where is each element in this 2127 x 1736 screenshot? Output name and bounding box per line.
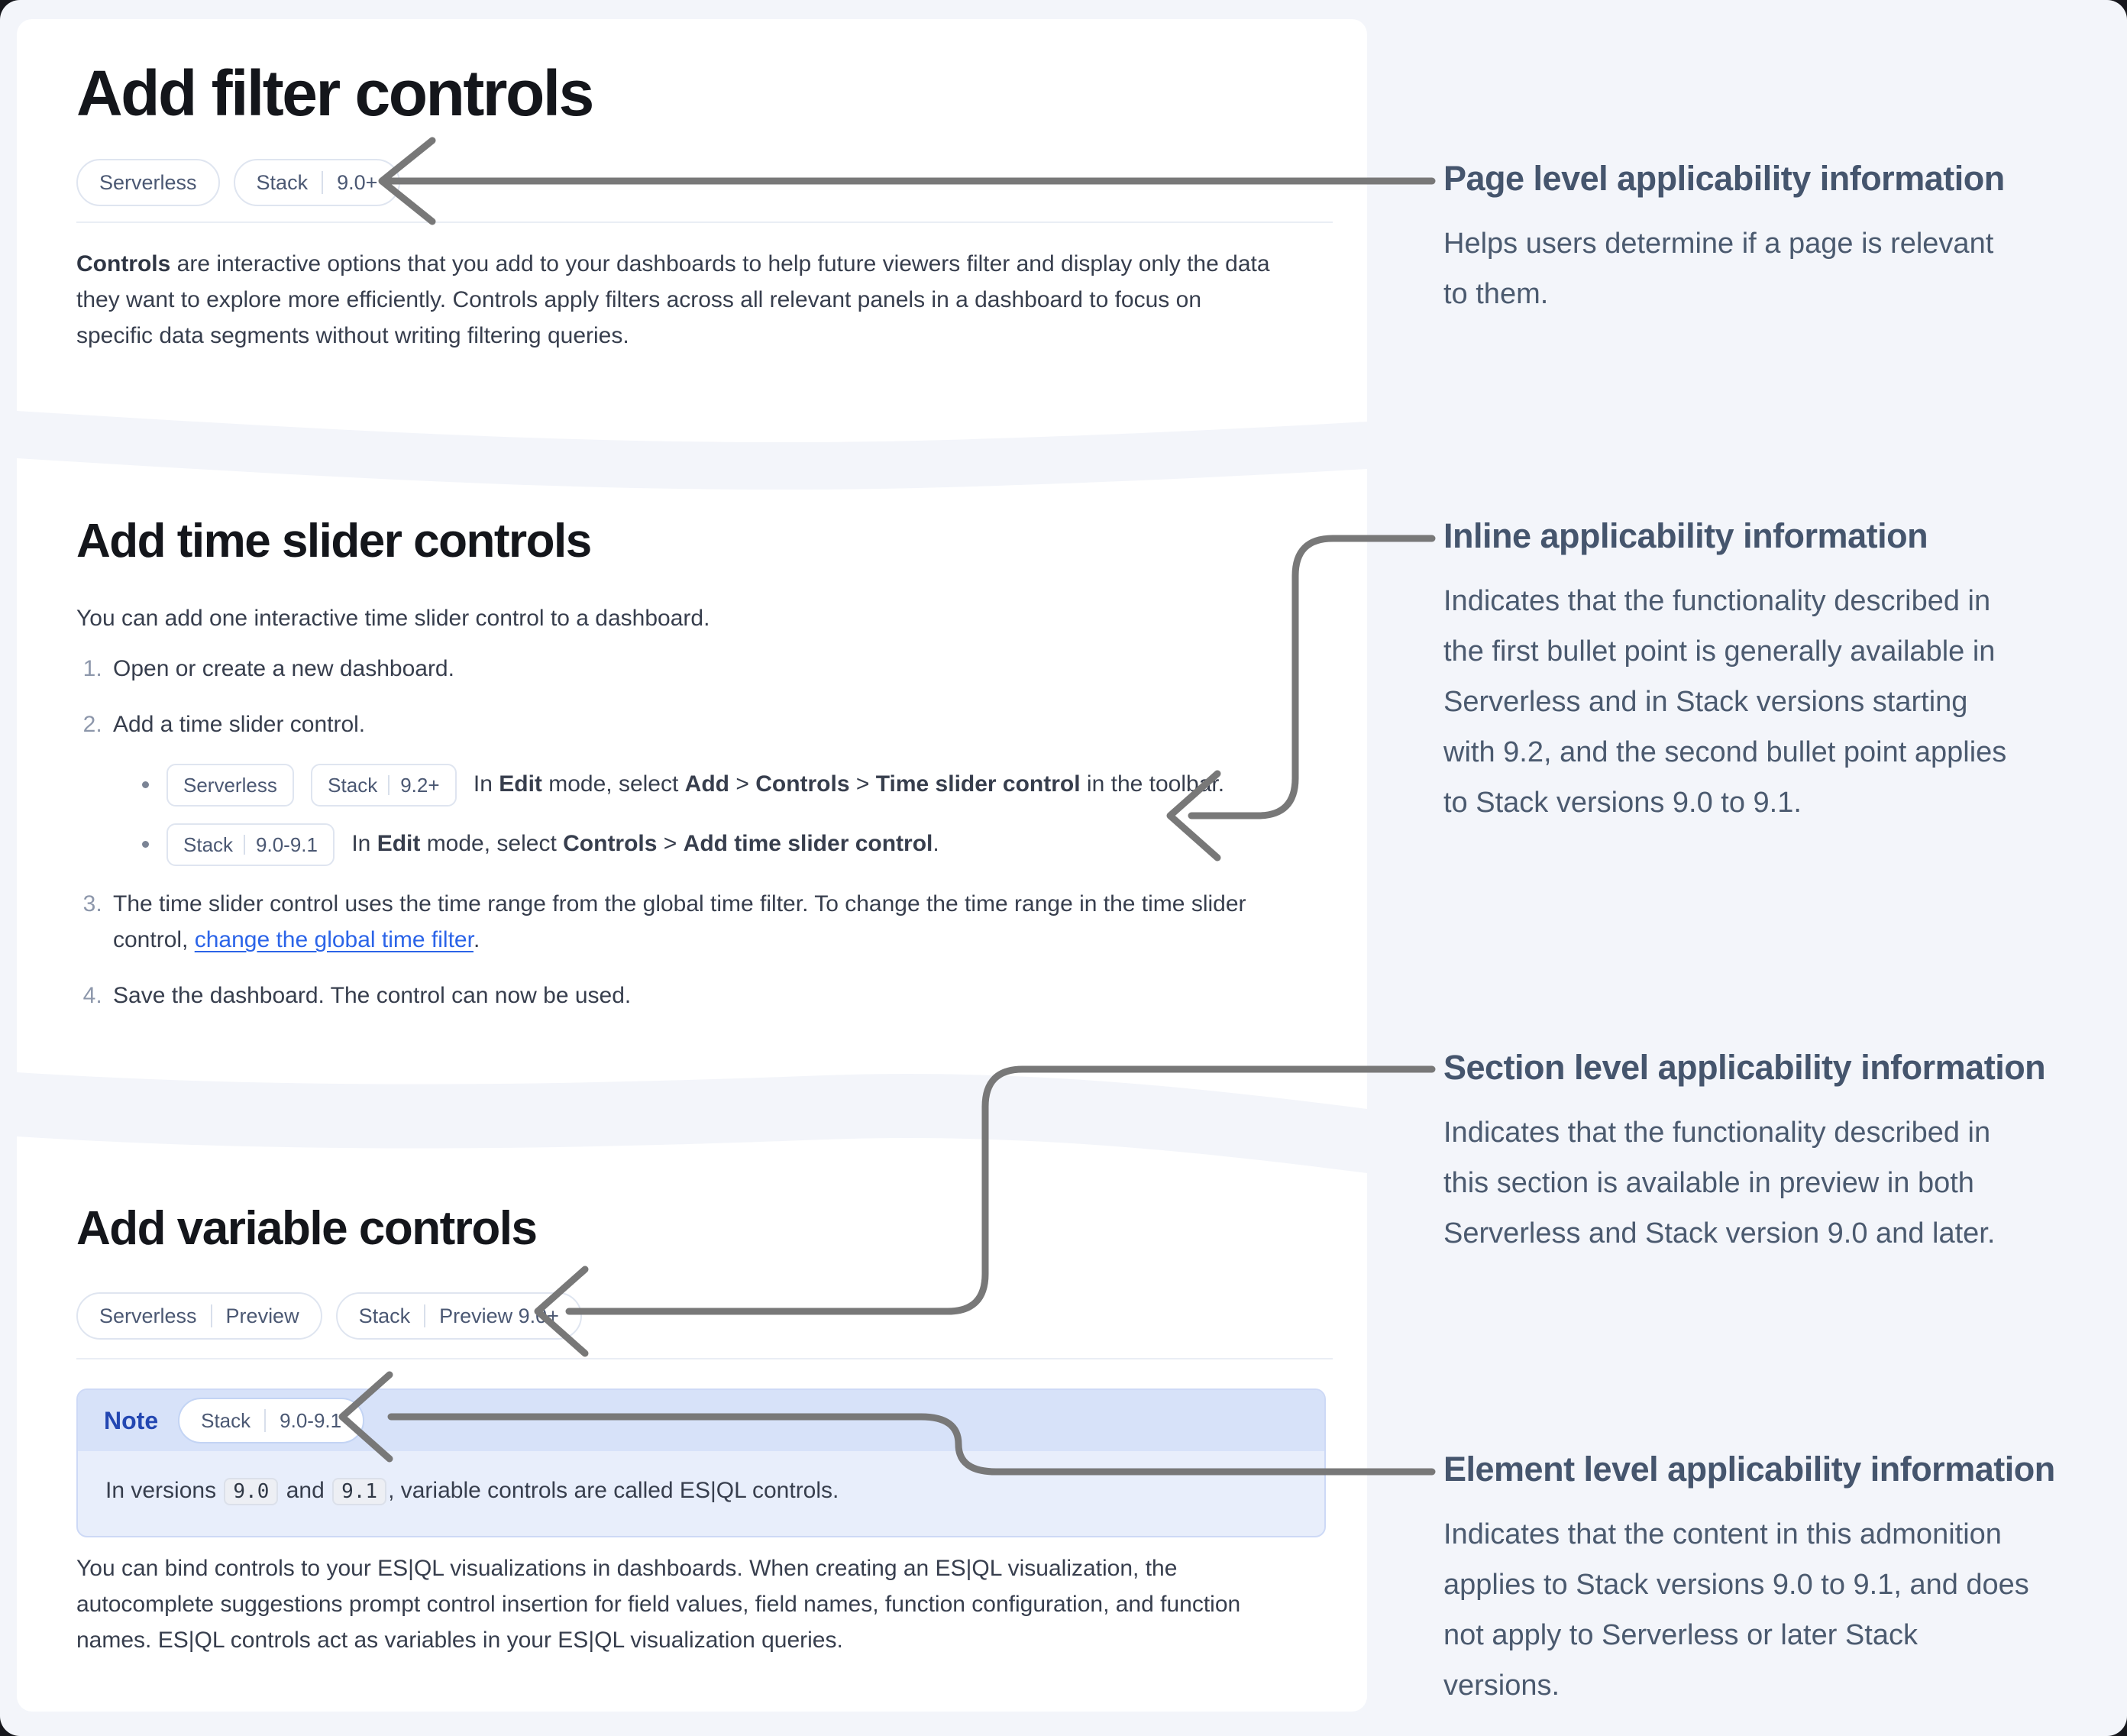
annotation-title: Element level applicability information [1443, 1450, 2055, 1489]
badge-stack-version: Stack 9.0-9.1 [178, 1398, 365, 1443]
annotation-body: Helps users determine if a page is relev… [1443, 228, 1994, 310]
variable-controls-paragraph: You can bind controls to your ES|QL visu… [76, 1556, 1241, 1653]
badge-divider [388, 775, 390, 796]
bold-text: Controls [563, 831, 658, 857]
annotation-title: Page level applicability information [1443, 159, 2005, 198]
bullet-serverless-stack-92: Serverless Stack 9.2+ In Edit mode, sele… [141, 762, 1300, 807]
badge-divider [424, 1304, 426, 1327]
section-title-variable: Add variable controls [76, 1202, 538, 1255]
text-run: > [729, 771, 756, 797]
badge-divider [264, 1409, 267, 1432]
badge-serverless-preview: Serverless Preview [76, 1292, 322, 1340]
annotation-body: Indicates that the functionality describ… [1443, 585, 2007, 819]
badge-stack-version: Stack 9.0-9.1 [166, 823, 335, 867]
inline-link[interactable]: change the global time filter [194, 927, 474, 953]
steps-list: Open or create a new dashboard. Add a ti… [76, 651, 1300, 1033]
step-3: The time slider control uses the time ra… [108, 886, 1300, 958]
step-2-bullets: Serverless Stack 9.2+ In Edit mode, sele… [141, 762, 1300, 867]
badge-version: 9.0+ [337, 170, 378, 194]
badge-version: Preview [225, 1304, 299, 1327]
annotation-element-level: Element level applicability information … [1443, 1450, 2116, 1711]
text-run: In versions [105, 1478, 223, 1503]
page-applies-badges: Serverless Stack 9.0+ [76, 159, 401, 206]
note-body: In versions 9.0 and 9.1, variable contro… [78, 1451, 1324, 1536]
bold-text: Time slider control [875, 771, 1081, 797]
bullet-stack-90-91: Stack 9.0-9.1 In Edit mode, select Contr… [141, 822, 1300, 867]
bold-text: Add [684, 771, 729, 797]
text-run: Add a time slider control. [113, 712, 366, 737]
badge-version: 9.0-9.1 [256, 833, 318, 857]
text-run: > [849, 771, 876, 797]
text-run: mode, select [420, 831, 564, 857]
text-run: Save the dashboard. The control can now … [113, 983, 632, 1009]
badge-label: Serverless [99, 170, 197, 194]
text-run: mode, select [541, 771, 685, 797]
text-run: In [351, 831, 377, 857]
text-run: . [473, 927, 480, 953]
bold-text: Controls [755, 771, 850, 797]
annotation-inline-level: Inline applicability information Indicat… [1443, 516, 2116, 828]
section-applies-badges: Serverless Preview Stack Preview 9.0+ [76, 1292, 582, 1340]
annotation-body: Indicates that the functionality describ… [1443, 1117, 1996, 1249]
inline-code: 9.0 [224, 1478, 279, 1505]
bold-text: Controls [76, 251, 171, 276]
text-run: . [933, 831, 939, 857]
text-run: > [657, 831, 684, 857]
bold-text: Edit [377, 831, 421, 857]
annotation-title: Section level applicability information [1443, 1048, 2046, 1087]
intro-paragraph: Controls are interactive options that yo… [76, 246, 1283, 354]
annotation-title: Inline applicability information [1443, 516, 1928, 555]
text-run: Open or create a new dashboard. [113, 656, 454, 681]
badge-serverless: Serverless [76, 159, 220, 206]
inline-code: 9.1 [332, 1478, 387, 1505]
badge-label: Stack [256, 170, 309, 194]
badge-serverless: Serverless [166, 764, 294, 807]
divider [76, 1358, 1333, 1359]
step-2: Add a time slider control. Serverless St… [108, 706, 1300, 867]
bold-text: Add time slider control [683, 831, 933, 857]
badge-stack-version: Stack 9.2+ [311, 764, 457, 807]
text-run: and [280, 1478, 331, 1503]
divider [76, 221, 1333, 223]
badge-version: 9.0-9.1 [280, 1408, 342, 1432]
text-run: In [473, 771, 499, 797]
page-title: Add filter controls [76, 57, 594, 129]
bullet-text: In Edit mode, select Controls > Add time… [351, 831, 939, 856]
badge-divider [210, 1304, 212, 1327]
section-lead: You can add one interactive time slider … [76, 606, 710, 631]
annotation-page-level: Page level applicability information Hel… [1443, 159, 2116, 319]
text-run: are interactive options that you add to … [76, 251, 1270, 348]
section-title-time-slider: Add time slider controls [76, 515, 592, 567]
step-1: Open or create a new dashboard. [108, 651, 1300, 687]
badge-divider [244, 835, 246, 855]
badge-stack-version: Stack 9.0+ [233, 159, 401, 206]
bold-text: Edit [499, 771, 542, 797]
annotation-body: Indicates that the content in this admon… [1443, 1518, 2029, 1702]
text-run: , variable controls are called ES|QL con… [388, 1478, 839, 1503]
badge-version: 9.2+ [400, 774, 440, 797]
badge-divider [322, 171, 324, 194]
text-run: The time slider control uses the time ra… [113, 891, 1246, 953]
note-label: Note [104, 1406, 159, 1434]
annotation-section-level: Section level applicability information … [1443, 1048, 2116, 1259]
step-4: Save the dashboard. The control can now … [108, 978, 1300, 1013]
